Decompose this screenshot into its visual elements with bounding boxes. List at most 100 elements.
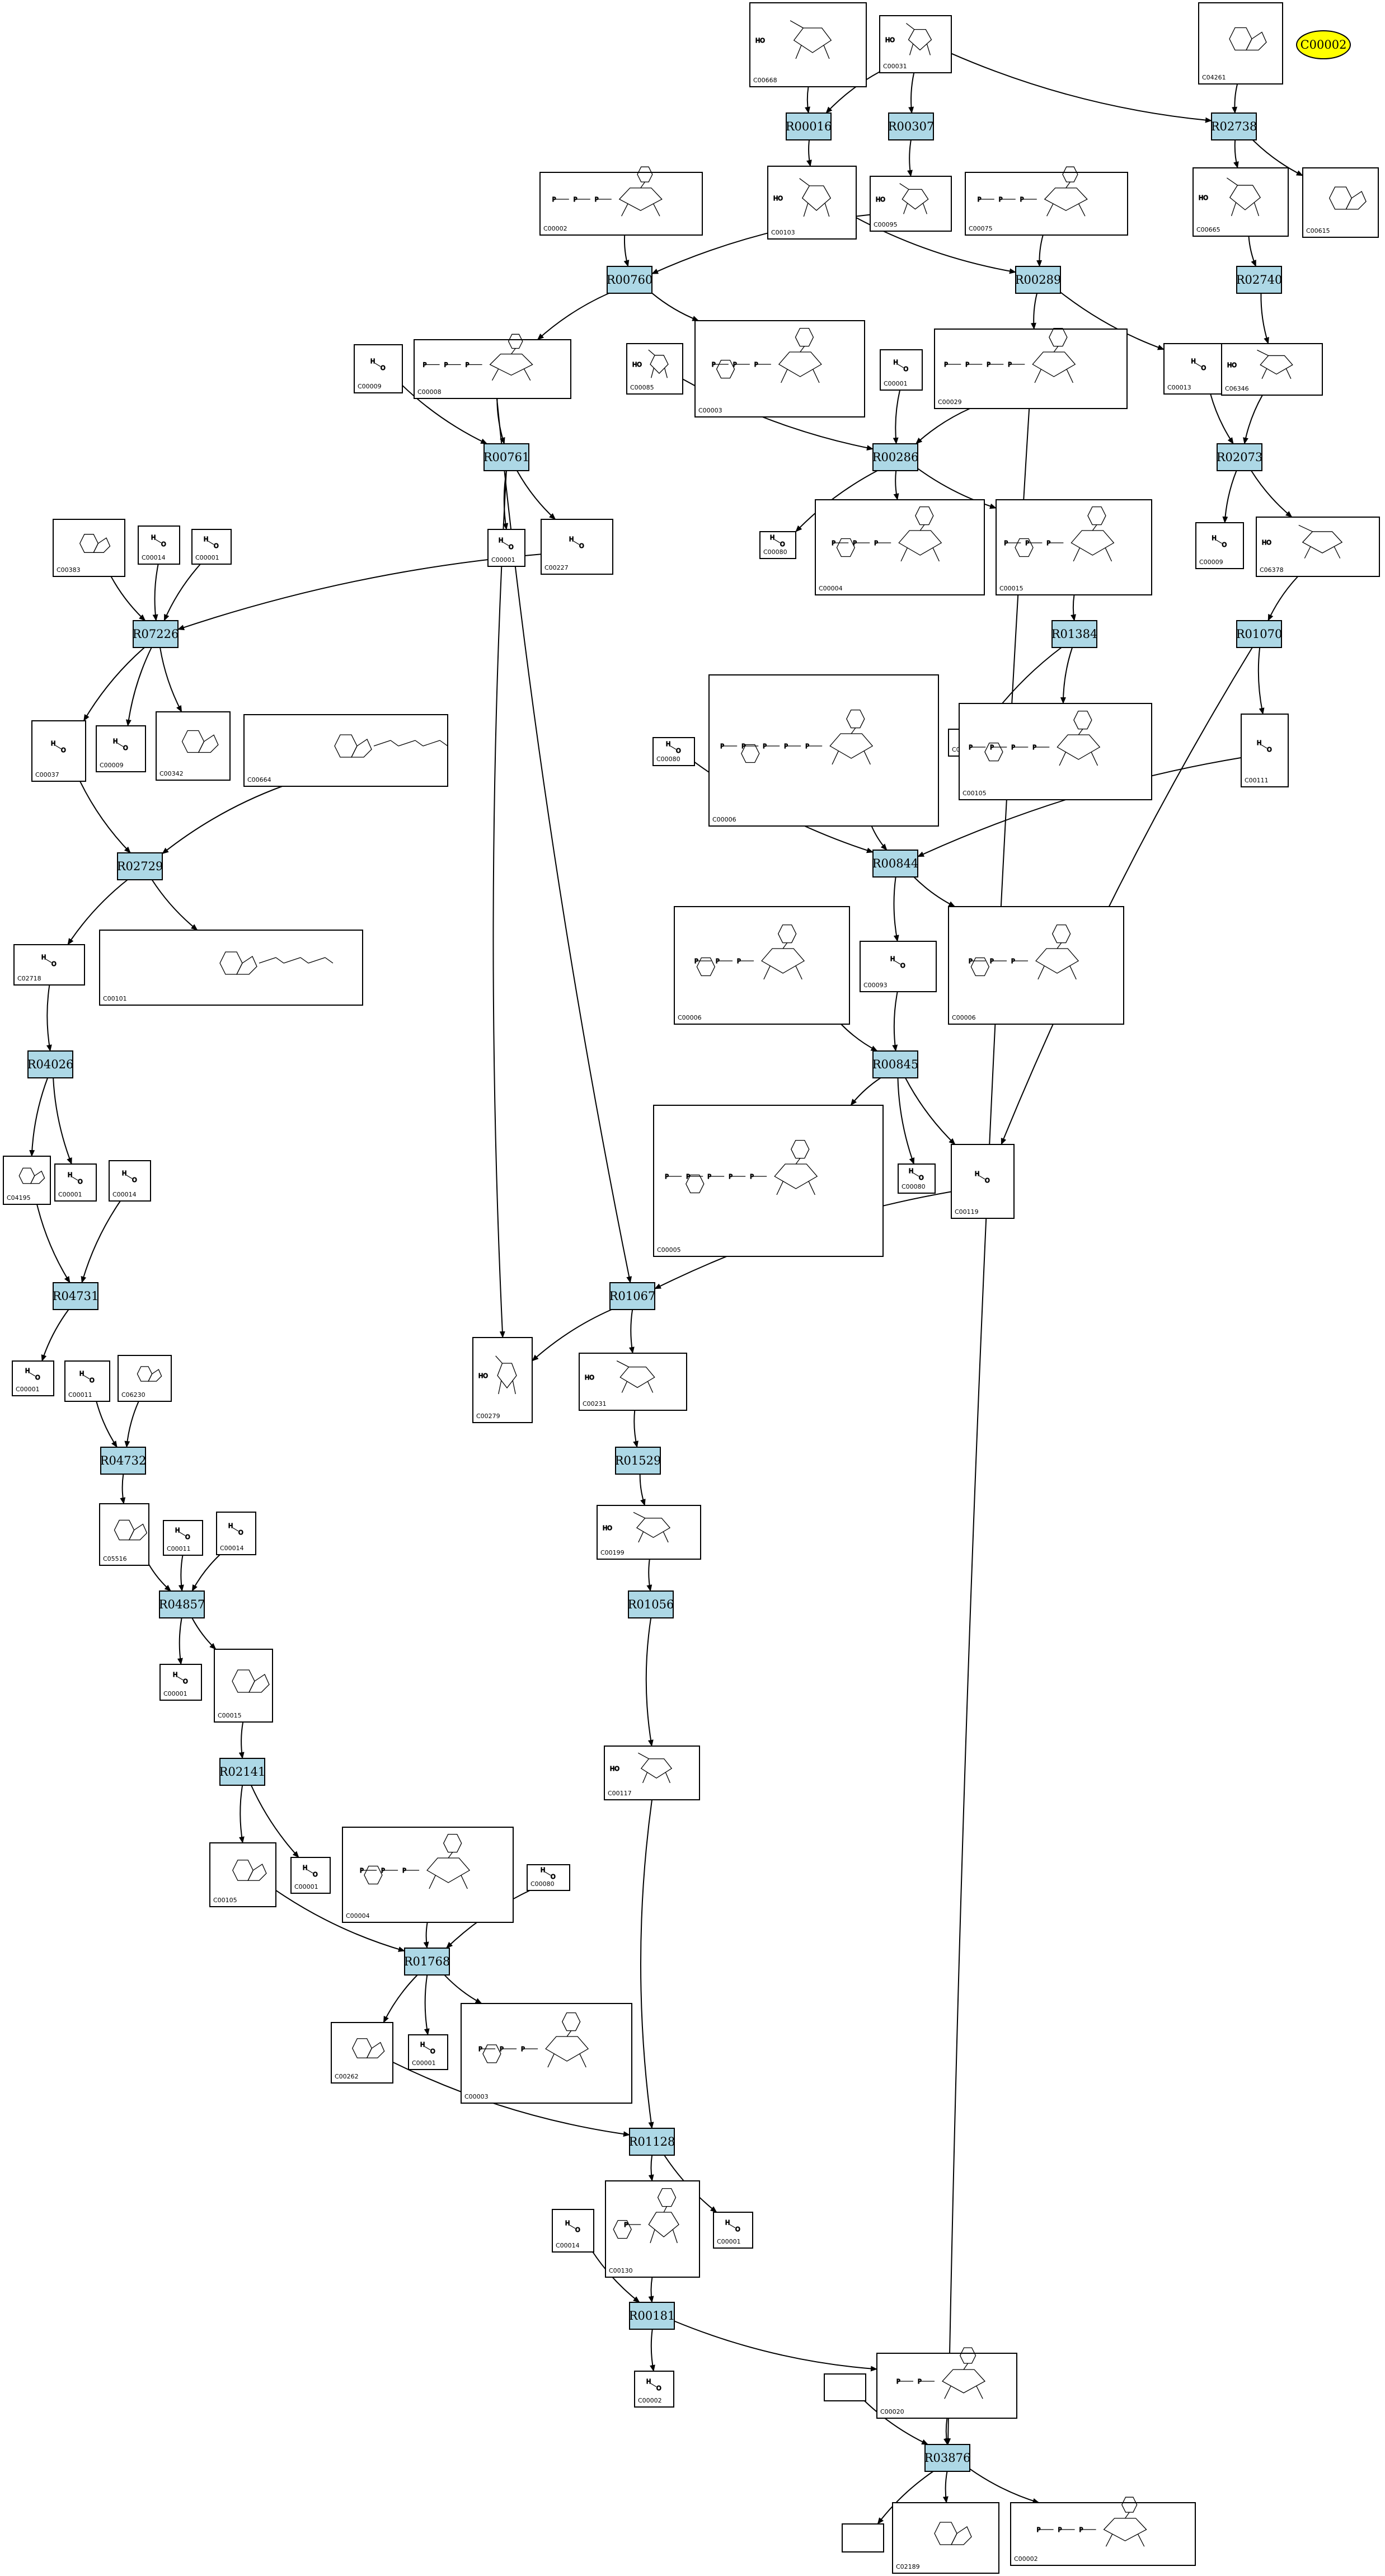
compound-node-unlabeled[interactable] <box>824 2373 866 2401</box>
compound-node-C06230[interactable]: C06230 <box>118 1355 172 1402</box>
compound-node-C00664[interactable]: C00664 <box>243 714 448 787</box>
reaction-node-R04731[interactable]: R04731 <box>53 1282 99 1310</box>
reaction-node-R04026[interactable]: R04026 <box>27 1050 74 1078</box>
reaction-node-R04732[interactable]: R04732 <box>100 1447 147 1475</box>
compound-node-C04195[interactable]: C04195 <box>3 1156 51 1205</box>
reaction-node-R07226[interactable]: R07226 <box>133 620 179 648</box>
reaction-node-R02740[interactable]: R02740 <box>1236 266 1283 294</box>
reaction-node-R01529[interactable]: R01529 <box>615 1447 661 1475</box>
compound-node-C00015[interactable]: C00015 <box>214 1649 273 1723</box>
reaction-node-R04857[interactable]: R04857 <box>159 1590 205 1618</box>
compound-node-C05516[interactable]: C05516 <box>99 1503 149 1566</box>
compound-node-C00262[interactable]: C00262 <box>331 2022 393 2084</box>
compound-node-C02189[interactable]: C02189 <box>892 2502 999 2574</box>
reaction-node-R00289[interactable]: R00289 <box>1015 266 1062 294</box>
reaction-node-R00307[interactable]: R00307 <box>888 112 935 140</box>
reaction-node-R00844[interactable]: R00844 <box>872 850 919 878</box>
reaction-node-R01768[interactable]: R01768 <box>404 1948 450 1976</box>
compound-node-C00105[interactable]: C00105 <box>209 1842 276 1907</box>
reaction-node-R00761[interactable]: R00761 <box>483 443 530 471</box>
reaction-node-R02141[interactable]: R02141 <box>219 1758 266 1786</box>
reaction-node-R00181[interactable]: R00181 <box>629 2302 675 2330</box>
reaction-node-R02073[interactable]: R02073 <box>1217 443 1263 471</box>
reaction-node-R01056[interactable]: R01056 <box>628 1590 674 1618</box>
reaction-node-R00016[interactable]: R00016 <box>786 112 832 140</box>
compound-node-unlabeled[interactable] <box>842 2523 884 2552</box>
reaction-node-R01128[interactable]: R01128 <box>629 2128 675 2156</box>
reaction-node-R00760[interactable]: R00760 <box>607 266 653 294</box>
reaction-node-R00286[interactable]: R00286 <box>872 443 919 471</box>
legend-compound-node[interactable]: C00002 <box>1296 30 1351 59</box>
compound-node-C00615[interactable]: C00615 <box>1302 167 1379 238</box>
reaction-node-R02729[interactable]: R02729 <box>117 852 163 880</box>
reaction-node-R01067[interactable]: R01067 <box>609 1282 656 1310</box>
reaction-node-R02738[interactable]: R02738 <box>1211 112 1257 140</box>
compound-node-C00101[interactable]: C00101 <box>99 930 363 1006</box>
compound-node-C00342[interactable]: C00342 <box>156 711 231 781</box>
reaction-node-R01070[interactable]: R01070 <box>1236 620 1283 648</box>
reaction-node-R01384[interactable]: R01384 <box>1051 620 1098 648</box>
reaction-node-R03876[interactable]: R03876 <box>924 2444 971 2472</box>
reaction-node-R00845[interactable]: R00845 <box>872 1050 919 1078</box>
compound-node-C04261[interactable]: C04261 <box>1198 2 1283 85</box>
compound-node-C00383[interactable]: C00383 <box>53 519 125 577</box>
